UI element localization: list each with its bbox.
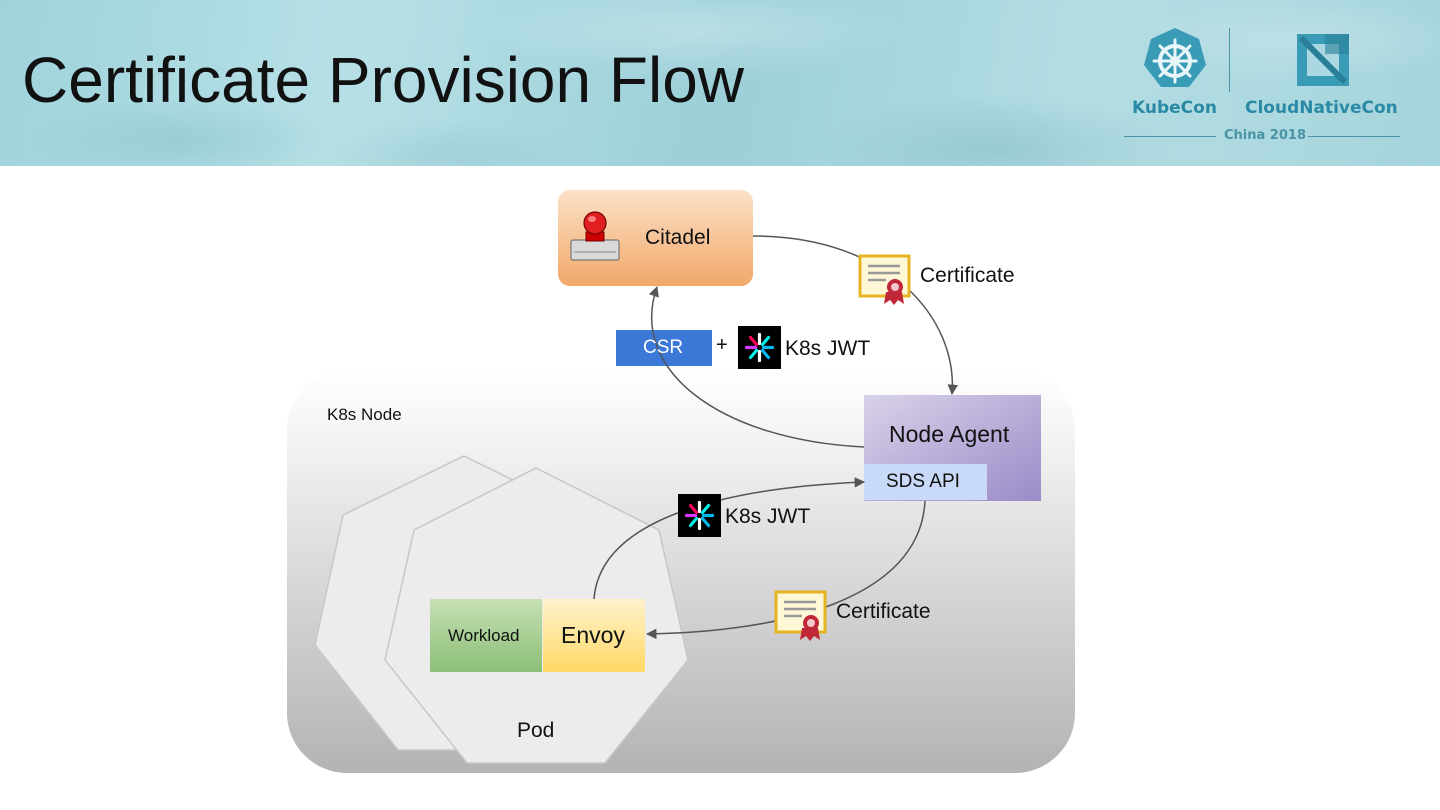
k8s-node-label: K8s Node (327, 405, 402, 424)
certificate-bottom-label: Certificate (836, 600, 931, 623)
kubecon-logo: KubeCon CloudNativeCon China 2018 (1120, 22, 1410, 152)
certificate-flow-diagram (287, 190, 1075, 773)
logo-rule-left (1124, 136, 1216, 137)
logo-kubecon-text: KubeCon (1132, 98, 1217, 118)
certificate-top-label: Certificate (920, 264, 1015, 287)
jwt-icon (738, 326, 781, 369)
plus-label: + (716, 334, 728, 356)
envoy-box (543, 599, 645, 672)
header-texture (0, 0, 1440, 166)
envoy-label: Envoy (561, 622, 625, 648)
slide-title: Certificate Provision Flow (22, 44, 744, 116)
logo-event-text: China 2018 (1224, 128, 1306, 143)
jwt-bottom-label: K8s JWT (725, 505, 811, 528)
cncf-icon (1297, 34, 1349, 86)
envoy-to-sds-arrow (593, 477, 866, 600)
header-banner: Certificate Provision Flow KubeCon Cloud… (0, 0, 1440, 166)
logo-rule-right (1308, 136, 1400, 137)
certificate-icon (774, 590, 827, 641)
citadel-box (558, 190, 753, 286)
pod-label: Pod (517, 719, 555, 742)
sds-to-envoy-arrow (645, 500, 926, 640)
workload-box (430, 599, 542, 672)
logo-divider (1229, 28, 1230, 92)
node-agent-label: Node Agent (889, 421, 1010, 447)
sds-api-box (864, 464, 987, 500)
csr-label: CSR (643, 337, 684, 358)
agent-to-citadel-arrow (648, 286, 865, 448)
stamp-icon (570, 211, 620, 261)
certificate-icon (858, 254, 911, 305)
jwt-icon (678, 494, 721, 537)
logo-cloudnativecon-text: CloudNativeCon (1245, 98, 1398, 118)
kubernetes-helm-icon (1144, 28, 1206, 87)
sds-api-label: SDS API (886, 471, 960, 492)
jwt-top-label: K8s JWT (785, 337, 871, 360)
workload-label: Workload (448, 626, 520, 645)
citadel-label: Citadel (645, 226, 711, 249)
